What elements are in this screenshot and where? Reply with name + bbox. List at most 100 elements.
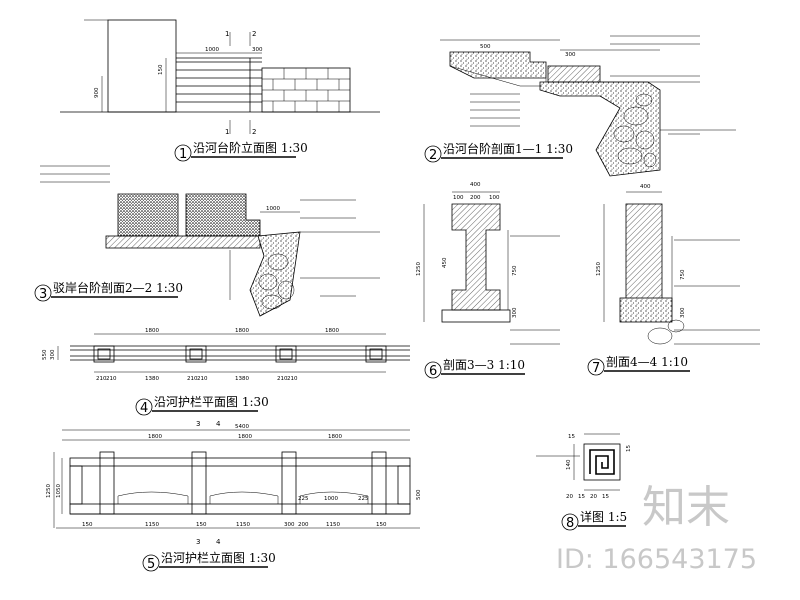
d7-top-400: 400 bbox=[640, 184, 651, 190]
drawing-4-railing-plan: 1800 1800 1800 210 210 1380 210 210 1380… bbox=[42, 328, 410, 416]
d5-bot-150-b: 150 bbox=[196, 522, 207, 528]
elev-mark-4-bottom: 4 bbox=[216, 538, 221, 546]
d3-dim-1000: 1000 bbox=[266, 206, 280, 212]
d5-top-1800-a: 1800 bbox=[148, 434, 162, 440]
section-mark-2-bottom: 2 bbox=[252, 128, 256, 136]
d6-top-200: 200 bbox=[470, 195, 481, 201]
d6-side-750: 750 bbox=[512, 265, 518, 276]
d1-dim-150: 150 bbox=[158, 64, 164, 75]
d4-bot-210-b: 210 bbox=[106, 376, 117, 382]
d4-bot-210-a: 210 bbox=[96, 376, 107, 382]
d4-top-1800-c: 1800 bbox=[325, 328, 339, 334]
d6-side-1250: 1250 bbox=[416, 262, 422, 276]
d1-dim-300: 300 bbox=[252, 47, 263, 53]
d4-bot-1380-a: 1380 bbox=[145, 376, 159, 382]
elev-mark-3-bottom: 3 bbox=[196, 538, 200, 546]
d2-dim-500: 500 bbox=[480, 44, 491, 50]
d8-side-15: 15 bbox=[626, 445, 632, 452]
drawing-1-stair-elevation: 1000 300 900 150 1 2 1 2 1 沿河台阶立面图 1:30 bbox=[60, 19, 380, 162]
d6-side-300: 300 bbox=[512, 307, 518, 318]
d8-bot-20-b: 20 bbox=[590, 494, 597, 500]
caption-3-title: 驳岸台阶剖面2—2 1:30 bbox=[53, 280, 183, 295]
d5-side-1050: 1050 bbox=[56, 484, 62, 498]
watermark: 知末 ID: 166543175 bbox=[556, 482, 757, 575]
drawing-2-stair-section: 500 300 2 沿河台阶剖面1—1 1:30 bbox=[424, 35, 736, 177]
d5-top-1800-c: 1800 bbox=[328, 434, 342, 440]
d6-top-100-a: 100 bbox=[453, 195, 464, 201]
d6-side-450: 450 bbox=[442, 257, 448, 268]
elev-mark-4-top: 4 bbox=[216, 420, 221, 428]
caption-4-num: 4 bbox=[140, 401, 148, 416]
section-mark-1-bottom: 1 bbox=[225, 128, 229, 136]
caption-7: 7 剖面4—4 1:10 bbox=[587, 355, 690, 376]
caption-3: 3 驳岸台阶剖面2—2 1:30 bbox=[34, 280, 183, 302]
caption-6-num: 6 bbox=[429, 364, 437, 379]
d4-bot-1380-b: 1380 bbox=[235, 376, 249, 382]
d5-bot-200: 200 bbox=[298, 522, 309, 528]
section-mark-1-top: 1 bbox=[225, 30, 229, 38]
caption-1: 1 沿河台阶立面图 1:30 bbox=[174, 140, 308, 162]
d5-top-5400: 5400 bbox=[235, 424, 249, 430]
d2-dim-300: 300 bbox=[565, 52, 576, 58]
d5-bot-300: 300 bbox=[284, 522, 295, 528]
d5-mid-225-a: 225 bbox=[298, 496, 309, 502]
d1-dim-900: 900 bbox=[94, 87, 100, 98]
d5-mid-1000: 1000 bbox=[324, 496, 338, 502]
caption-1-num: 1 bbox=[179, 147, 187, 162]
section-mark-2-top: 2 bbox=[252, 30, 256, 38]
d1-dim-1000: 1000 bbox=[205, 47, 219, 53]
d4-top-1800-a: 1800 bbox=[145, 328, 159, 334]
caption-6: 6 剖面3—3 1:10 bbox=[424, 358, 525, 379]
d8-bot-15-a: 15 bbox=[578, 494, 585, 500]
d8-side-140: 140 bbox=[566, 459, 572, 470]
d6-top-100-b: 100 bbox=[489, 195, 500, 201]
drawing-3-revetment-section: 1000 3 驳岸台阶剖面2—2 1:30 bbox=[34, 165, 380, 317]
d4-bot-210-f: 210 bbox=[287, 376, 298, 382]
caption-2-title: 沿河台阶剖面1—1 1:30 bbox=[443, 141, 573, 156]
d5-bot-150-c: 150 bbox=[376, 522, 387, 528]
d5-bot-1150-c: 1150 bbox=[326, 522, 340, 528]
d8-top-15: 15 bbox=[568, 434, 575, 440]
d8-bot-15-b: 15 bbox=[602, 494, 609, 500]
d4-side-550: 550 bbox=[42, 349, 48, 360]
d5-side-1250: 1250 bbox=[46, 484, 52, 498]
caption-6-title: 剖面3—3 1:10 bbox=[443, 358, 525, 372]
d4-bot-210-d: 210 bbox=[197, 376, 208, 382]
d5-bot-1150-a: 1150 bbox=[145, 522, 159, 528]
d7-side-1250: 1250 bbox=[596, 262, 602, 276]
elev-mark-3-top: 3 bbox=[196, 420, 200, 428]
caption-4: 4 沿河护栏平面图 1:30 bbox=[135, 394, 269, 416]
caption-4-title: 沿河护栏平面图 1:30 bbox=[154, 394, 269, 409]
caption-2: 2 沿河台阶剖面1—1 1:30 bbox=[424, 141, 573, 163]
d7-side-300: 300 bbox=[680, 307, 686, 318]
watermark-id: ID: 166543175 bbox=[556, 544, 757, 575]
caption-1-title: 沿河台阶立面图 1:30 bbox=[193, 140, 308, 155]
d8-bot-20-a: 20 bbox=[566, 494, 573, 500]
d4-top-1800-b: 1800 bbox=[235, 328, 249, 334]
d4-bot-210-c: 210 bbox=[187, 376, 198, 382]
caption-8-title: 详图 1:5 bbox=[580, 509, 627, 524]
caption-7-num: 7 bbox=[592, 361, 600, 376]
caption-7-title: 剖面4—4 1:10 bbox=[606, 355, 688, 369]
d4-side-300: 300 bbox=[50, 349, 56, 360]
d5-side-500: 500 bbox=[416, 489, 422, 500]
caption-3-num: 3 bbox=[39, 287, 47, 302]
caption-8: 8 详图 1:5 bbox=[561, 509, 627, 531]
watermark-logo: 知末 bbox=[642, 482, 730, 533]
caption-5-title: 沿河护栏立面图 1:30 bbox=[161, 550, 276, 565]
d6-top-400: 400 bbox=[470, 182, 481, 188]
d5-mid-225-b: 225 bbox=[358, 496, 369, 502]
drawing-6-section-3-3: 400 200 100 100 1250 450 750 300 6 剖面3—3… bbox=[416, 182, 560, 379]
d4-bot-210-e: 210 bbox=[277, 376, 288, 382]
caption-8-num: 8 bbox=[566, 516, 574, 531]
caption-5: 5 沿河护栏立面图 1:30 bbox=[142, 550, 276, 572]
d7-side-750: 750 bbox=[680, 269, 686, 280]
plan-posts bbox=[93, 345, 387, 363]
d5-bot-1150-b: 1150 bbox=[236, 522, 250, 528]
drawing-8-detail: 15 140 15 20 20 15 15 8 详图 1:5 bbox=[536, 433, 632, 531]
d5-top-1800-b: 1800 bbox=[238, 434, 252, 440]
drawing-7-section-4-4: 400 1250 750 300 7 剖面4—4 1:10 bbox=[587, 184, 760, 376]
caption-5-num: 5 bbox=[147, 557, 155, 572]
d5-bot-150-a: 150 bbox=[82, 522, 93, 528]
